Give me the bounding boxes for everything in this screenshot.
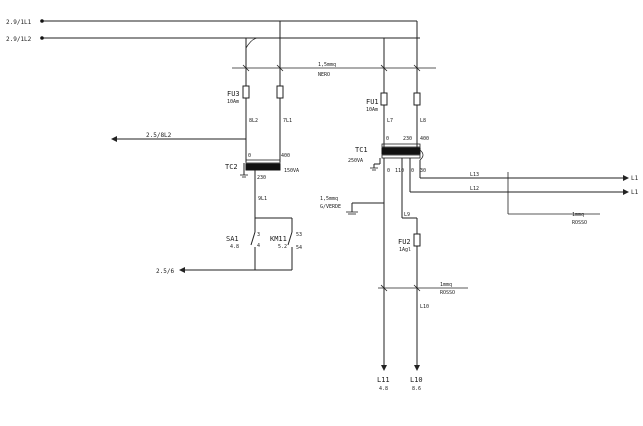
- tc2-tap-0: 0: [248, 153, 251, 159]
- tc1-sec-0b: 0: [411, 168, 414, 174]
- wire-label-l8: L8: [420, 118, 426, 124]
- fuse-fu3-b: [276, 85, 284, 99]
- switch-sa1: [250, 218, 256, 270]
- branch-8l2-label: 2.5/8L2: [146, 132, 172, 139]
- switch-sa1-c3: 3: [257, 232, 260, 238]
- fuse-fu1-a: [380, 92, 388, 106]
- wire-label-l9: L9: [404, 212, 410, 218]
- fuse-fu1-b: [413, 92, 421, 106]
- wire-label-l1-b: L1: [631, 189, 639, 196]
- bus-right-color: ROSSO: [572, 220, 587, 226]
- contact-km11-name: KM11: [270, 235, 287, 243]
- wire-label-l10: L10: [420, 304, 429, 310]
- crossing-jog: [245, 37, 259, 49]
- tc2-name: TC2: [225, 163, 238, 171]
- bus-bottom-section: 1mmq: [440, 282, 452, 288]
- switch-sa1-ref: 4.8: [230, 244, 239, 250]
- wire-label-l12: L12: [470, 186, 479, 192]
- fuse-fu1-rating: 10Am: [366, 107, 378, 113]
- supply-l1-terminal: [40, 19, 44, 23]
- output-l10-name: L10: [410, 376, 423, 384]
- wire-label-7l1: 7L1: [283, 118, 292, 124]
- contact-km11-c53: 53: [296, 232, 302, 238]
- supply-l2-terminal: [40, 36, 44, 40]
- wire-label-9l1: 9L1: [258, 196, 267, 202]
- bus-bottom-color: ROSSO: [440, 290, 455, 296]
- tc2-sec-230: 230: [257, 175, 266, 181]
- fuse-fu3-a: [242, 85, 250, 99]
- ground-symbol-tc1: [370, 163, 380, 171]
- bus-top-section: 1,5mmq: [318, 62, 336, 68]
- tc1-sec-0: 0: [387, 168, 390, 174]
- tc1-tap-230: 230: [403, 136, 412, 142]
- tc2-tap-400: 400: [281, 153, 290, 159]
- fuse-fu1-name: FU1: [366, 98, 379, 106]
- supply-l2-label: 2.9/1L2: [6, 36, 32, 43]
- fuse-fu2: [413, 233, 421, 247]
- bus-right-section: 1mmq: [572, 212, 584, 218]
- tc1-sec-110: 110: [395, 168, 404, 174]
- wire-label-l13: L13: [470, 172, 479, 178]
- bus-ticks-top: [242, 64, 421, 72]
- transformer-tc1: [379, 143, 424, 164]
- fuse-fu2-name: FU2: [398, 238, 411, 246]
- tc1-sec-30: 30: [420, 168, 426, 174]
- output-l11-name: L11: [377, 376, 390, 384]
- output-l10-ref: 8.6: [412, 386, 421, 392]
- tc1-power: 250VA: [348, 158, 363, 164]
- bus-ticks-bottom: [380, 284, 421, 292]
- ground-color: G/VERDE: [320, 204, 341, 210]
- contact-km11-ref: 5.2: [278, 244, 287, 250]
- wire-label-8l2: 8L2: [249, 118, 258, 124]
- bus-top-color: NERO: [318, 72, 330, 78]
- switch-sa1-name: SA1: [226, 235, 239, 243]
- branch-6-label: 2.5/6: [156, 268, 174, 275]
- switch-sa1-c4: 4: [257, 243, 260, 249]
- tc2-power: 150VA: [284, 168, 299, 174]
- wire-label-l7: L7: [387, 118, 393, 124]
- tc1-tap-0: 0: [386, 136, 389, 142]
- contact-km11-c54: 54: [296, 245, 302, 251]
- transformer-tc2: [240, 159, 281, 178]
- fuse-fu2-rating: 1Agl: [399, 247, 411, 253]
- supply-l1-label: 2.9/1L1: [6, 19, 32, 26]
- fuse-fu3-rating: 10Am: [227, 99, 239, 105]
- contact-km11: [287, 218, 293, 270]
- fuse-fu3-name: FU3: [227, 90, 240, 98]
- wire-label-l1-a: L1: [631, 175, 639, 182]
- output-l11-ref: 4.8: [379, 386, 388, 392]
- ground-section: 1,5mmq: [320, 196, 338, 202]
- tc1-tap-400: 400: [420, 136, 429, 142]
- tc1-name: TC1: [355, 146, 368, 154]
